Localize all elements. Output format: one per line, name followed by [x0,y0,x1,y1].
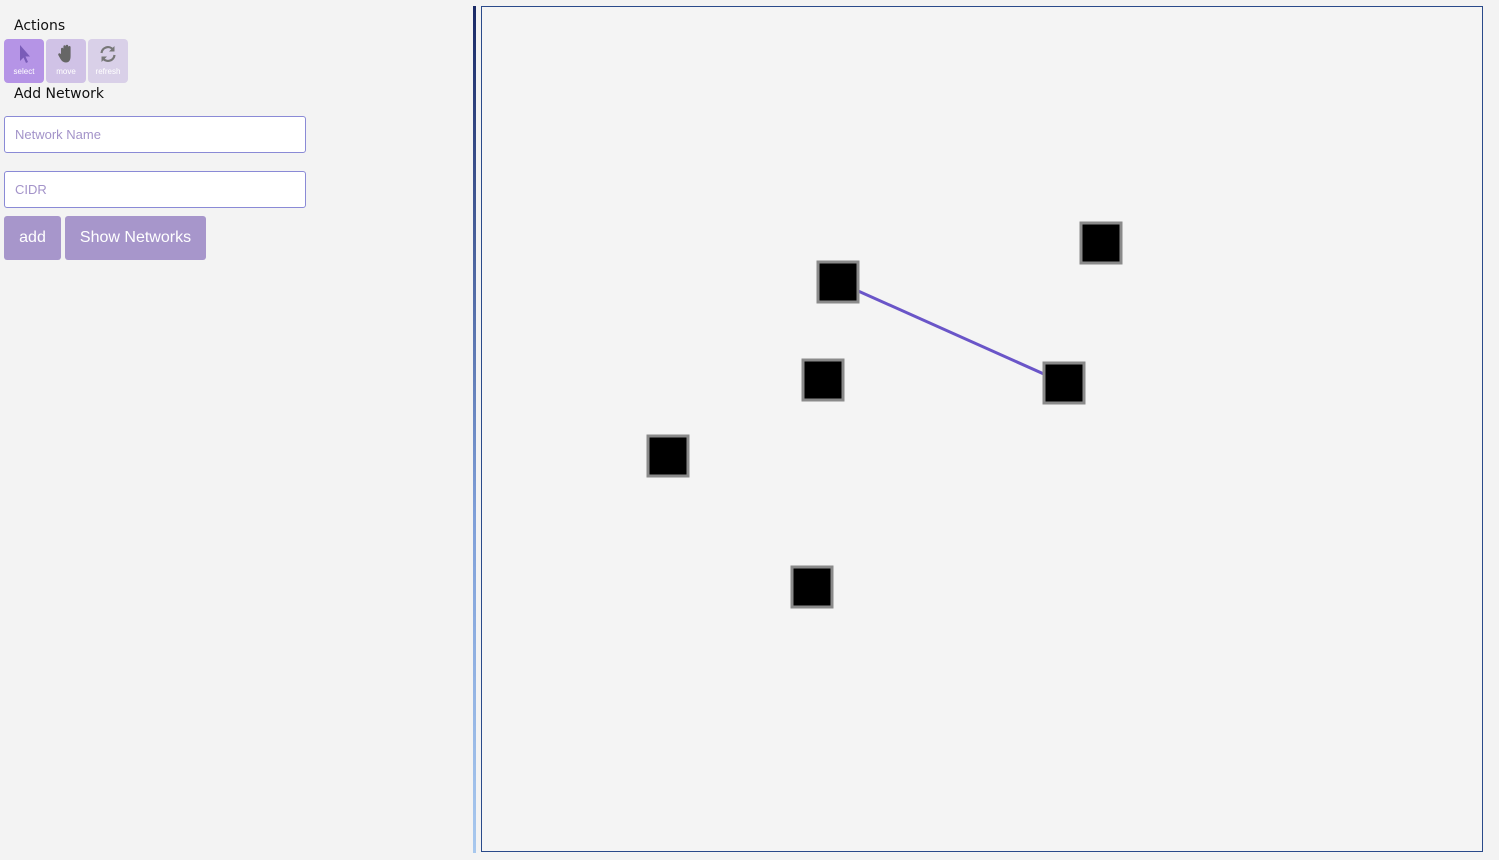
network-graph[interactable] [482,7,1482,851]
select-button-label: select [13,67,35,76]
network-node[interactable] [1079,221,1123,265]
actions-heading: Actions [14,18,66,34]
network-name-input[interactable] [4,116,306,153]
network-canvas[interactable] [481,6,1483,852]
cursor-icon [20,45,30,63]
hand-icon [58,44,71,63]
refresh-button-label: refresh [95,67,121,76]
network-node[interactable] [801,358,845,402]
move-button-label: move [56,67,76,76]
cidr-input[interactable] [4,171,306,208]
panel-divider[interactable] [473,6,476,853]
sidebar: Actions select move refresh Add Network … [0,0,470,860]
network-edge[interactable] [837,280,1065,385]
add-network-heading: Add Network [14,86,105,102]
refresh-icon [100,46,116,62]
network-node[interactable] [1042,361,1086,405]
select-button[interactable]: select [4,39,44,83]
network-node[interactable] [816,260,860,304]
network-node[interactable] [646,434,690,478]
move-button[interactable]: move [46,39,86,83]
refresh-button[interactable]: refresh [88,39,128,83]
add-button[interactable]: add [4,216,61,260]
show-networks-button[interactable]: Show Networks [65,216,206,260]
network-node[interactable] [790,565,834,609]
